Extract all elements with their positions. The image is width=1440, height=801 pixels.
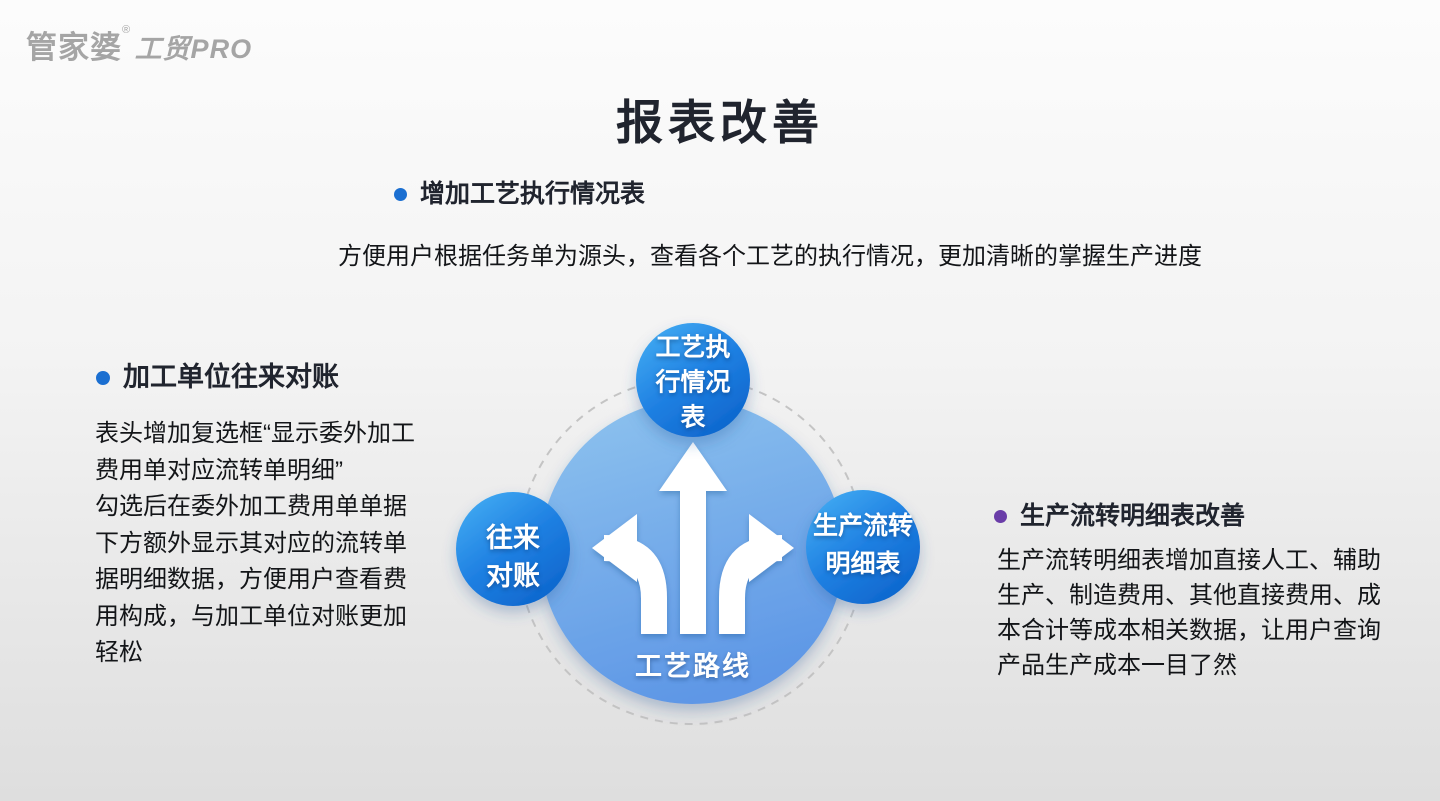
diagram-center-label: 工艺路线 (635, 651, 751, 682)
registered-trademark-symbol: ® (122, 24, 131, 36)
up-arrow-stem (680, 490, 706, 634)
up-arrow-head (659, 442, 727, 491)
node-label-production-flow: 生产流转 明细表 (813, 507, 913, 583)
node-label-line: 生产流转 (812, 512, 914, 540)
section-heading-process-execution: 增加工艺执行情况表 (394, 180, 645, 209)
section-heading-label: 生产流转明细表改善 (1020, 502, 1246, 530)
node-label-line: 工艺执 (655, 333, 731, 362)
paragraph-line-group-1: 表头增加复选框“显示委外加工费用单对应流转单明细” (95, 420, 415, 484)
product-name-text: 工贸PRO (134, 34, 253, 64)
section-description-process-execution: 方便用户根据任务单为源头，查看各个工艺的执行情况，更加清晰的掌握生产进度 (338, 243, 1202, 270)
brand-logo-text: 管家婆 (26, 30, 122, 65)
paragraph-line-group-2: 勾选后在委外加工费用单单据下方额外显示其对应的流转单据明细数据，方便用户查看费用… (95, 493, 407, 666)
left-branch (604, 535, 667, 634)
section-heading-label: 增加工艺执行情况表 (420, 180, 646, 208)
bullet-dot-icon (394, 187, 407, 201)
right-branch (719, 535, 782, 634)
left-arrow-head (592, 514, 637, 582)
node-label-line: 行情况 (655, 368, 731, 397)
three-way-fork-arrows-icon (592, 442, 794, 634)
section-paragraph-left: 表头增加复选框“显示委外加工费用单对应流转单明细” 勾选后在委外加工费用单单据下… (95, 416, 426, 672)
bullet-dot-icon (96, 370, 110, 385)
section-heading-production-flow-detail: 生产流转明细表改善 (994, 502, 1245, 531)
section-heading-processing-unit-reconciliation: 加工单位往来对账 (96, 362, 339, 393)
node-label-line: 明细表 (825, 550, 901, 578)
section-paragraph-right: 生产流转明细表增加直接人工、辅助生产、制造费用、其他直接费用、成本合计等成本相关… (997, 547, 1381, 679)
bullet-dot-icon (994, 509, 1007, 523)
node-label-process-execution: 工艺执 行情况 表 (655, 331, 730, 436)
node-label-reconciliation: 往来 对账 (486, 519, 540, 595)
brand-logo: 管家婆® 工贸PRO (26, 22, 252, 67)
section-heading-label: 加工单位往来对账 (123, 362, 339, 392)
node-label-line: 往来 (486, 523, 540, 553)
page-title: 报表改善 (616, 96, 824, 149)
node-label-line: 表 (680, 403, 706, 432)
node-label-line: 对账 (486, 561, 540, 591)
right-arrow-head (749, 514, 794, 582)
